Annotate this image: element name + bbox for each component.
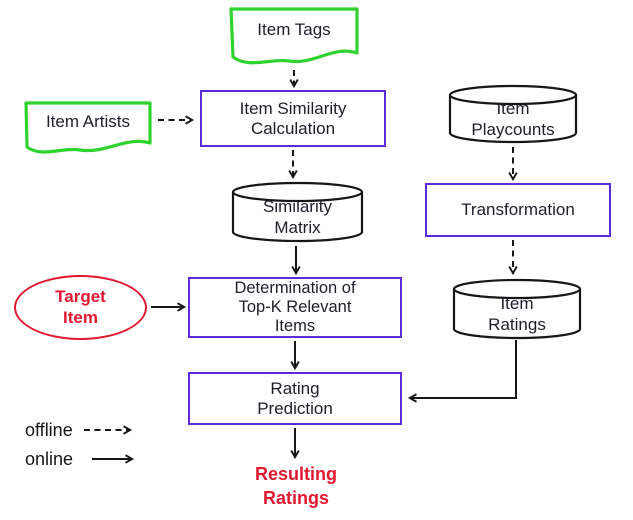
node-target-item: Target Item [14,275,147,340]
node-similarity-matrix: Similarity Matrix [231,181,364,243]
node-item-playcounts-label: Item Playcounts [471,98,555,139]
node-item-tags: Item Tags [227,5,361,69]
node-transformation: Transformation [425,183,611,237]
edge-item-ratings-to-rating-prediction [407,340,517,403]
legend-online-label: online [25,449,74,469]
document-shape-icon [229,7,359,65]
node-transformation-label: Transformation [461,200,575,220]
node-item-tags-label: Item Tags [257,20,331,40]
cylinder-shape-icon [448,84,578,144]
node-determination-topk: Determination of Top-K Relevant Items [188,277,402,338]
node-similarity-matrix-label: Similarity Matrix [263,196,332,237]
node-item-playcounts: Item Playcounts [448,84,578,144]
node-item-similarity-calculation-label: Item Similarity Calculation [239,98,347,138]
node-item-artists: Item Artists [22,99,154,159]
cylinder-shape-icon [452,278,582,340]
resulting-ratings-text: Resulting Ratings [254,464,337,508]
node-rating-prediction-label: Rating Prediction [257,378,333,418]
node-rating-prediction: Rating Prediction [188,372,402,425]
node-item-ratings-label: Item Ratings [488,293,546,334]
node-item-ratings: Item Ratings [452,278,582,340]
cylinder-shape-icon [231,181,364,243]
document-shape-icon [24,101,152,154]
node-determination-topk-label: Determination of Top-K Relevant Items [234,278,356,336]
node-target-item-label: Target Item [55,287,106,327]
legend-offline-label: offline [25,420,73,440]
node-item-similarity-calculation: Item Similarity Calculation [200,90,386,147]
node-item-artists-label: Item Artists [45,112,131,132]
